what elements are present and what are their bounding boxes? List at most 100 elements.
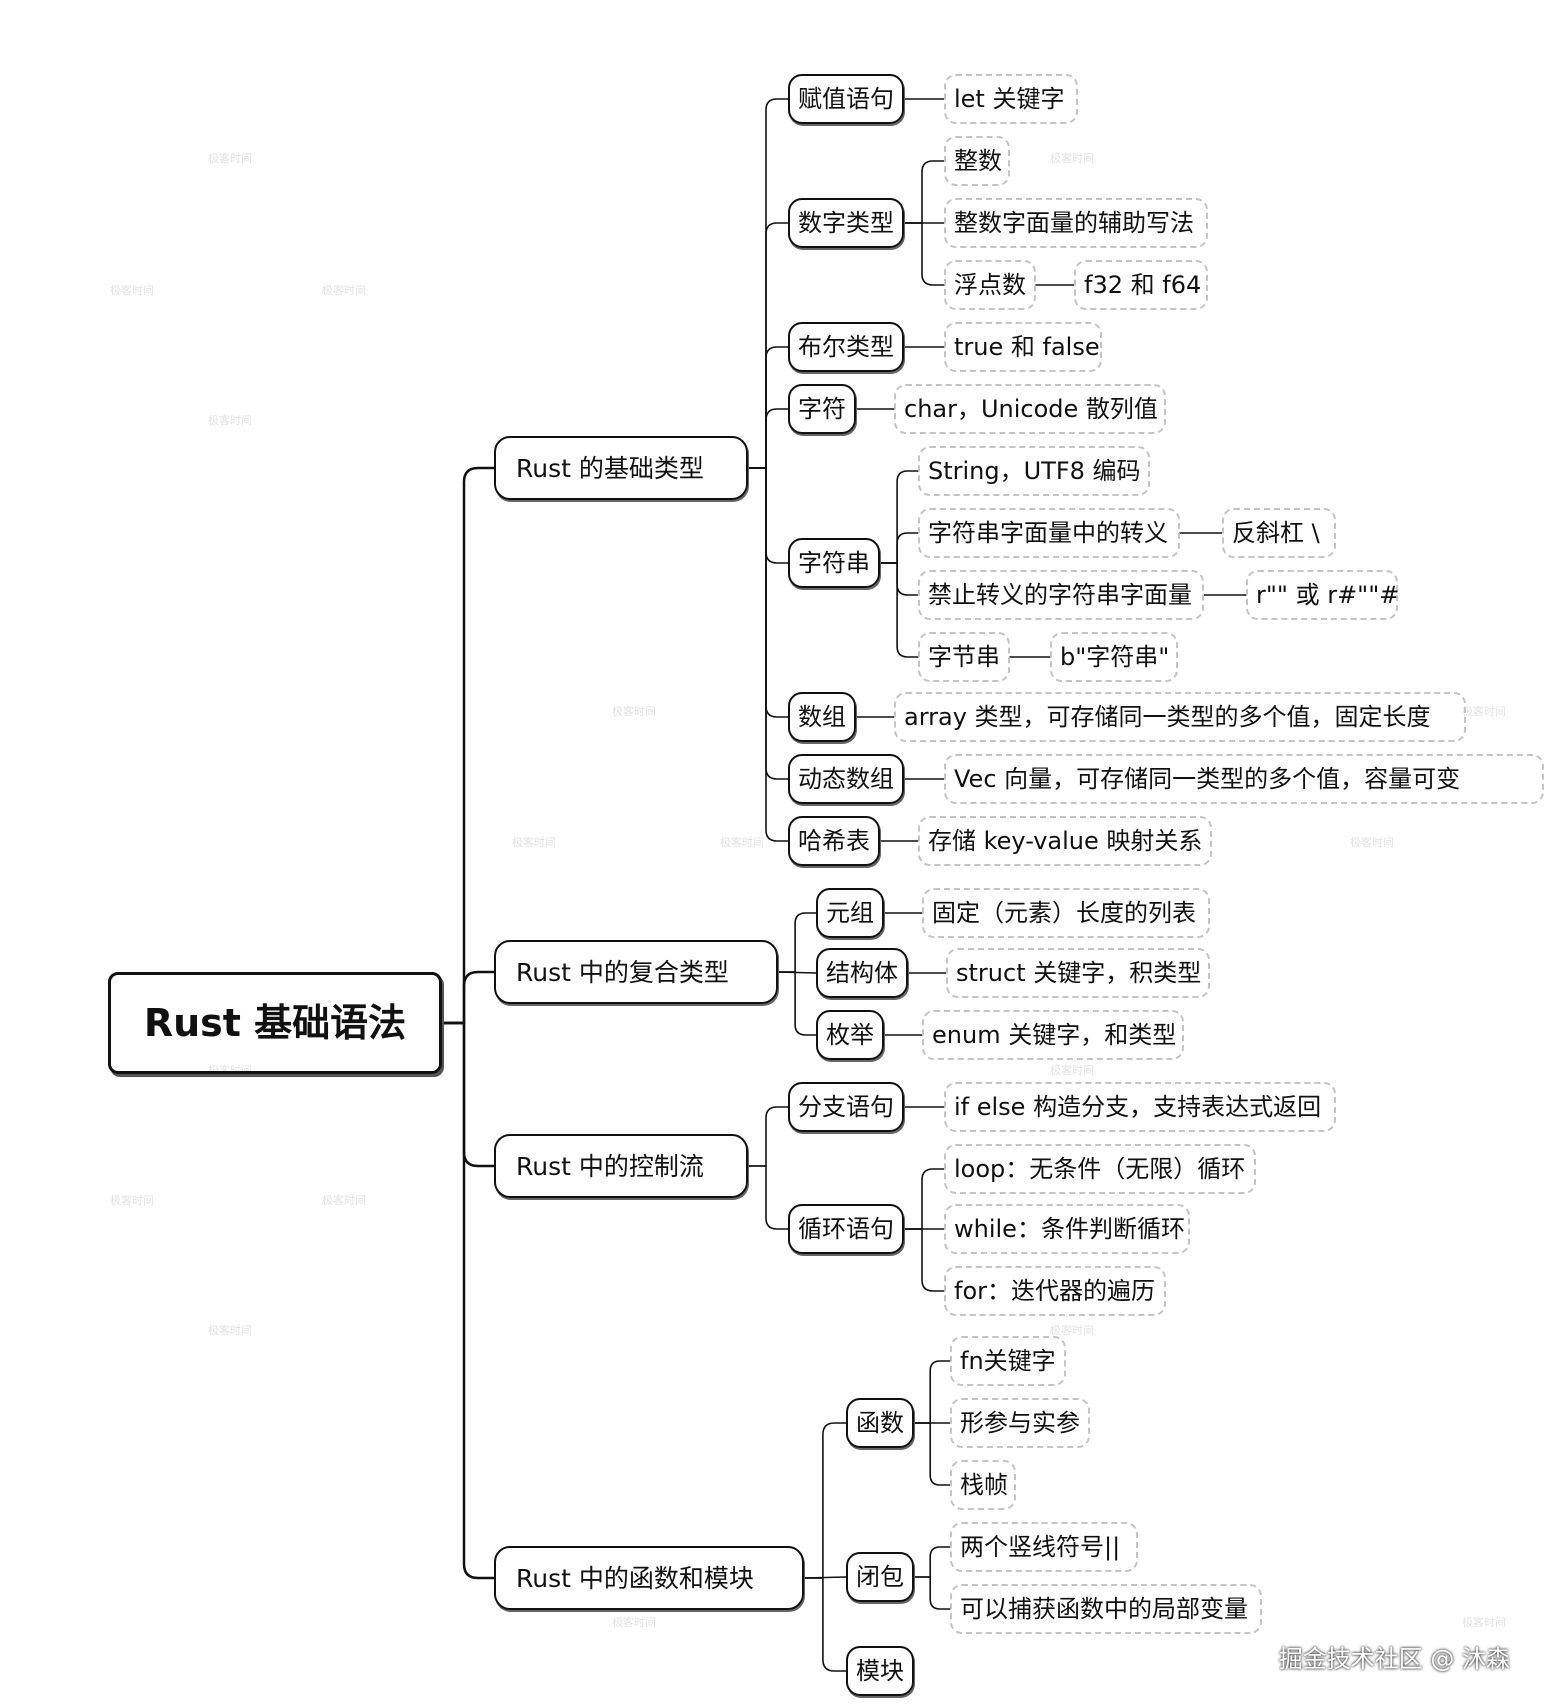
connector-line: [440, 970, 496, 1025]
branch-basic-types[interactable]: Rust 的基础类型: [494, 436, 748, 500]
connector-line: [747, 467, 789, 780]
watermark: 极客时间: [110, 284, 154, 297]
connector-line: [913, 1576, 951, 1610]
leaf-for[interactable]: for：迭代器的遍历: [944, 1266, 1166, 1316]
watermark: 极客时间: [1350, 836, 1394, 849]
watermark: 极客时间: [1050, 1064, 1094, 1077]
leaf-integer-literal[interactable]: 整数字面量的辅助写法: [944, 198, 1208, 248]
topic-tuple[interactable]: 元组: [816, 888, 884, 938]
connector-line: [903, 222, 945, 286]
leaf-params-args[interactable]: 形参与实参: [950, 1398, 1090, 1448]
topic-array[interactable]: 数组: [788, 692, 856, 742]
topic-branch-statement[interactable]: 分支语句: [788, 1082, 904, 1132]
leaf-hashmap-desc[interactable]: 存储 key-value 映射关系: [918, 816, 1212, 866]
connector-line: [879, 532, 919, 564]
watermark: 极客时间: [612, 1616, 656, 1629]
connector-line: [747, 98, 789, 469]
connector-line: [777, 912, 817, 973]
topic-function[interactable]: 函数: [846, 1398, 914, 1448]
connector-line: [747, 1106, 789, 1167]
connector-line: [913, 1422, 951, 1486]
watermark: 极客时间: [612, 705, 656, 718]
leaf-if-else[interactable]: if else 构造分支，支持表达式返回: [944, 1082, 1336, 1132]
branch-functions-modules[interactable]: Rust 中的函数和模块: [494, 1546, 804, 1610]
topic-struct[interactable]: 结构体: [816, 948, 908, 998]
connector-line: [777, 971, 817, 1036]
leaf-loop[interactable]: loop：无条件（无限）循环: [944, 1144, 1256, 1194]
topic-closure[interactable]: 闭包: [846, 1552, 914, 1602]
leaf-string-escape[interactable]: 字符串字面量中的转义: [918, 508, 1180, 558]
watermark: 极客时间: [512, 836, 556, 849]
connector-line: [879, 470, 919, 564]
connector-line: [913, 1360, 951, 1424]
leaf-backslash[interactable]: 反斜杠 \: [1222, 508, 1336, 558]
watermark: 极客时间: [208, 414, 252, 427]
connector-line: [879, 562, 919, 596]
connector-line: [747, 467, 789, 842]
watermark: 极客时间: [1462, 705, 1506, 718]
topic-hashmap[interactable]: 哈希表: [788, 816, 880, 866]
connector-line: [440, 1021, 496, 1580]
leaf-closure-pipes[interactable]: 两个竖线符号||: [950, 1522, 1138, 1572]
topic-assignment[interactable]: 赋值语句: [788, 74, 904, 124]
connector-line: [747, 346, 789, 469]
leaf-tuple-desc[interactable]: 固定（元素）长度的列表: [922, 888, 1210, 938]
leaf-vec-desc[interactable]: Vec 向量，可存储同一类型的多个值，容量可变: [944, 754, 1544, 804]
connector-line: [903, 1168, 945, 1230]
topic-enum[interactable]: 枚举: [816, 1010, 884, 1060]
leaf-true-false[interactable]: true 和 false: [944, 322, 1102, 372]
connector-line: [747, 467, 789, 564]
leaf-string-utf8[interactable]: String，UTF8 编码: [918, 446, 1150, 496]
watermark: 极客时间: [720, 836, 764, 849]
connector-line: [803, 1577, 847, 1672]
topic-loop-statement[interactable]: 循环语句: [788, 1204, 904, 1254]
connector-line: [747, 1165, 789, 1230]
connector-line: [803, 1422, 847, 1579]
leaf-closure-capture[interactable]: 可以捕获函数中的局部变量: [950, 1584, 1262, 1634]
leaf-byte-string[interactable]: 字节串: [918, 632, 1010, 682]
leaf-while[interactable]: while：条件判断循环: [944, 1204, 1190, 1254]
topic-string[interactable]: 字符串: [788, 538, 880, 588]
topic-char[interactable]: 字符: [788, 384, 856, 434]
leaf-fn-keyword[interactable]: fn关键字: [950, 1336, 1066, 1386]
watermark: 极客时间: [208, 152, 252, 165]
leaf-integer[interactable]: 整数: [944, 136, 1010, 186]
connector-line: [747, 408, 789, 469]
branch-control-flow[interactable]: Rust 中的控制流: [494, 1134, 748, 1198]
watermark: 极客时间: [1462, 1616, 1506, 1629]
watermark: 极客时间: [110, 1194, 154, 1207]
leaf-let-keyword[interactable]: let 关键字: [944, 74, 1078, 124]
leaf-byte-string-syntax[interactable]: b"字符串": [1050, 632, 1178, 682]
topic-number-types[interactable]: 数字类型: [788, 198, 904, 248]
topic-vec[interactable]: 动态数组: [788, 754, 904, 804]
leaf-array-desc[interactable]: array 类型，可存储同一类型的多个值，固定长度: [894, 692, 1466, 742]
watermark: 极客时间: [208, 1324, 252, 1337]
topic-bool[interactable]: 布尔类型: [788, 322, 904, 372]
connector-line: [440, 466, 496, 1025]
leaf-f32-f64[interactable]: f32 和 f64: [1074, 260, 1208, 310]
connector-line: [747, 222, 789, 469]
connector-line: [747, 467, 789, 718]
connector-line: [879, 562, 919, 658]
branch-compound-types[interactable]: Rust 中的复合类型: [494, 940, 778, 1004]
connector-line: [903, 160, 945, 224]
connector-line: [440, 1021, 496, 1168]
watermark: 极客时间: [322, 284, 366, 297]
connector-line: [903, 1228, 945, 1292]
leaf-stack-frame[interactable]: 栈帧: [950, 1460, 1016, 1510]
leaf-enum-desc[interactable]: enum 关键字，和类型: [922, 1010, 1184, 1060]
connector-line: [913, 1546, 951, 1578]
topic-module[interactable]: 模块: [846, 1646, 914, 1696]
leaf-struct-desc[interactable]: struct 关键字，积类型: [946, 948, 1210, 998]
leaf-float[interactable]: 浮点数: [944, 260, 1036, 310]
mindmap-root-node[interactable]: Rust 基础语法: [108, 972, 442, 1074]
credit-watermark: 掘金技术社区 @ 沐森: [1278, 1645, 1510, 1673]
watermark: 极客时间: [322, 1194, 366, 1207]
leaf-raw-string-syntax[interactable]: r"" 或 r#""#: [1246, 570, 1399, 620]
leaf-raw-string[interactable]: 禁止转义的字符串字面量: [918, 570, 1204, 620]
leaf-char-unicode[interactable]: char，Unicode 散列值: [894, 384, 1166, 434]
watermark: 极客时间: [1050, 152, 1094, 165]
watermark: 极客时间: [1050, 1324, 1094, 1337]
